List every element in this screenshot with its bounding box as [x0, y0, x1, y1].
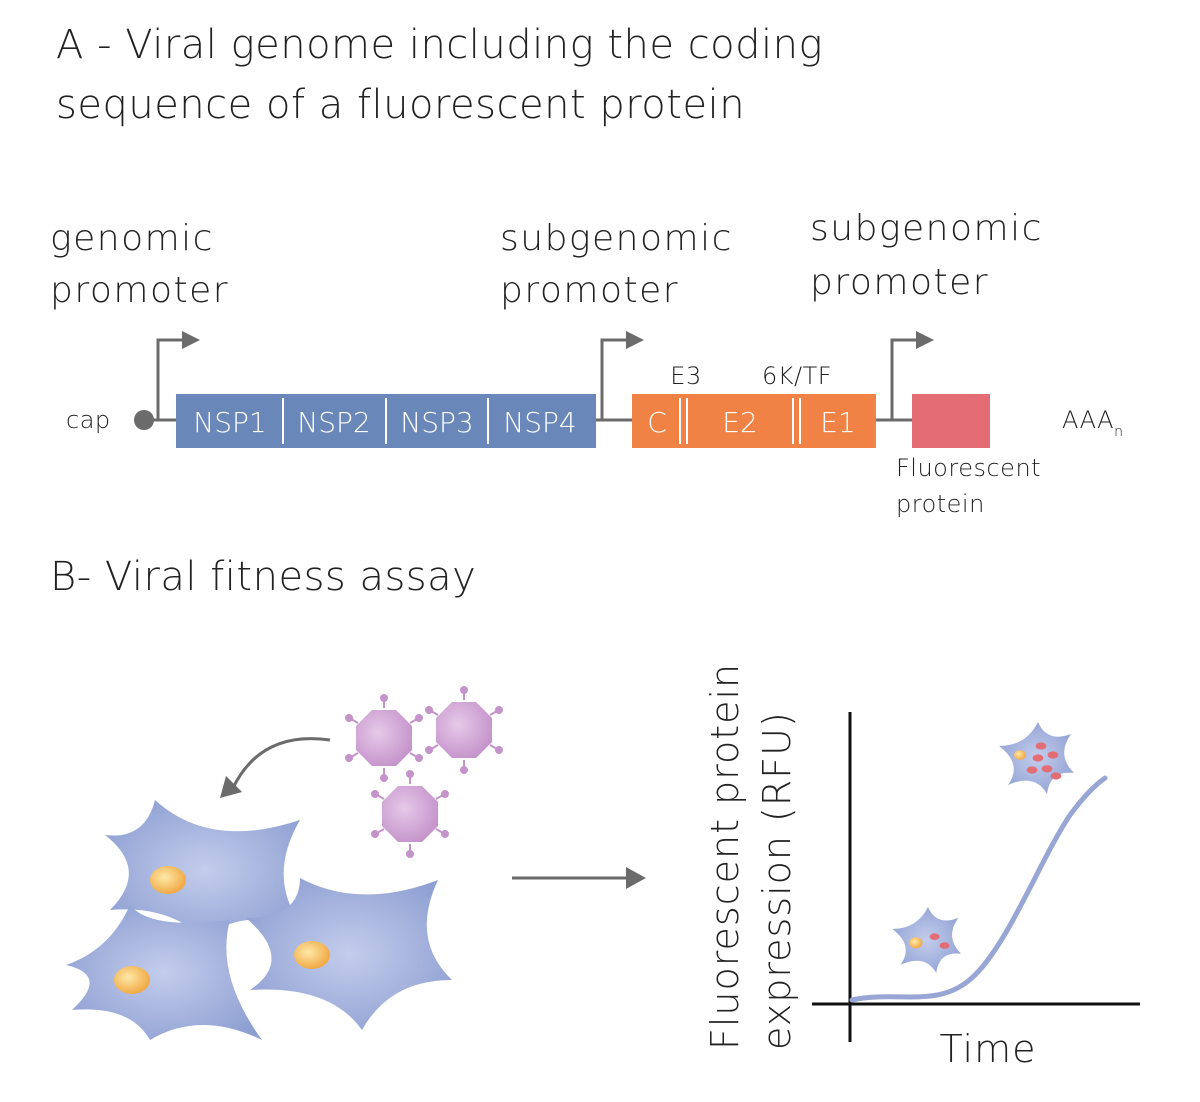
fluorescent-protein-label-1: Fluorescent [896, 454, 1041, 482]
subgenomic-promoter-1-label-2: promoter [500, 270, 679, 311]
genomic-promoter-label-1: genomic [50, 218, 214, 259]
section-b-title: B- Viral fitness assay [50, 554, 476, 600]
structural-block [632, 394, 876, 448]
cell-3 [246, 878, 452, 1030]
cell-1-nucleus [150, 866, 186, 894]
subgenomic-promoter-2-arrow [890, 338, 918, 420]
capsid-label: C [647, 406, 667, 439]
subgenomic-promoter-1-arrow [600, 338, 628, 420]
infected-cell-early [892, 907, 961, 973]
graph-y-label: Fluorescent protein expression (RFU) [703, 663, 799, 1050]
genomic-promoter-arrow [156, 338, 184, 420]
graph-x-label: Time [940, 1027, 1037, 1071]
infection-arrow [230, 737, 331, 791]
nsp1-label: NSP1 [193, 406, 266, 439]
cell-2 [66, 905, 262, 1040]
subgenomic-promoter-1-arrowhead [626, 331, 644, 349]
subgenomic-promoter-2-arrowhead [916, 331, 934, 349]
cap-label: cap [66, 406, 111, 434]
poly-a-tail-label: AAAn [1062, 406, 1123, 440]
fluorescence-curve [849, 775, 1108, 1003]
graph-y-label-line1: Fluorescent protein [703, 663, 747, 1050]
fluorescent-protein-block [912, 394, 990, 448]
fluorescent-protein-label-2: protein [896, 490, 985, 518]
section-a-title-line2: sequence of a fluorescent protein [56, 82, 745, 128]
infection-arrowhead [220, 776, 242, 798]
virus-particle-3 [371, 770, 449, 858]
nsp3-label: NSP3 [400, 406, 473, 439]
nsp4-label: NSP4 [503, 406, 576, 439]
virus-particle-2 [425, 686, 503, 774]
e1-label: E1 [820, 406, 856, 439]
subgenomic-promoter-1-label-1: subgenomic [500, 218, 733, 259]
cell-2-nucleus [114, 966, 150, 994]
section-a-title-line1: A - Viral genome including the coding [56, 22, 823, 68]
cell-3-nucleus [294, 941, 330, 969]
process-arrowhead [626, 867, 646, 889]
6k-tf-label: 6K/TF [762, 362, 832, 390]
nsp-dividers [282, 398, 489, 444]
structural-dividers [679, 398, 801, 444]
virus-particle-1 [345, 694, 423, 782]
genomic-promoter-label-2: promoter [50, 270, 229, 311]
genomic-promoter-arrowhead [182, 331, 200, 349]
infected-cell-late [999, 722, 1074, 794]
nsp2-label: NSP2 [297, 406, 370, 439]
cap-dot [134, 410, 154, 430]
e3-label: E3 [670, 362, 701, 390]
graph-y-label-line2: expression (RFU) [755, 711, 799, 1050]
cell-1 [105, 800, 305, 940]
subgenomic-promoter-2-label-1: subgenomic [810, 208, 1043, 249]
subgenomic-promoter-2-label-2: promoter [810, 262, 989, 303]
e2-label: E2 [722, 406, 758, 439]
